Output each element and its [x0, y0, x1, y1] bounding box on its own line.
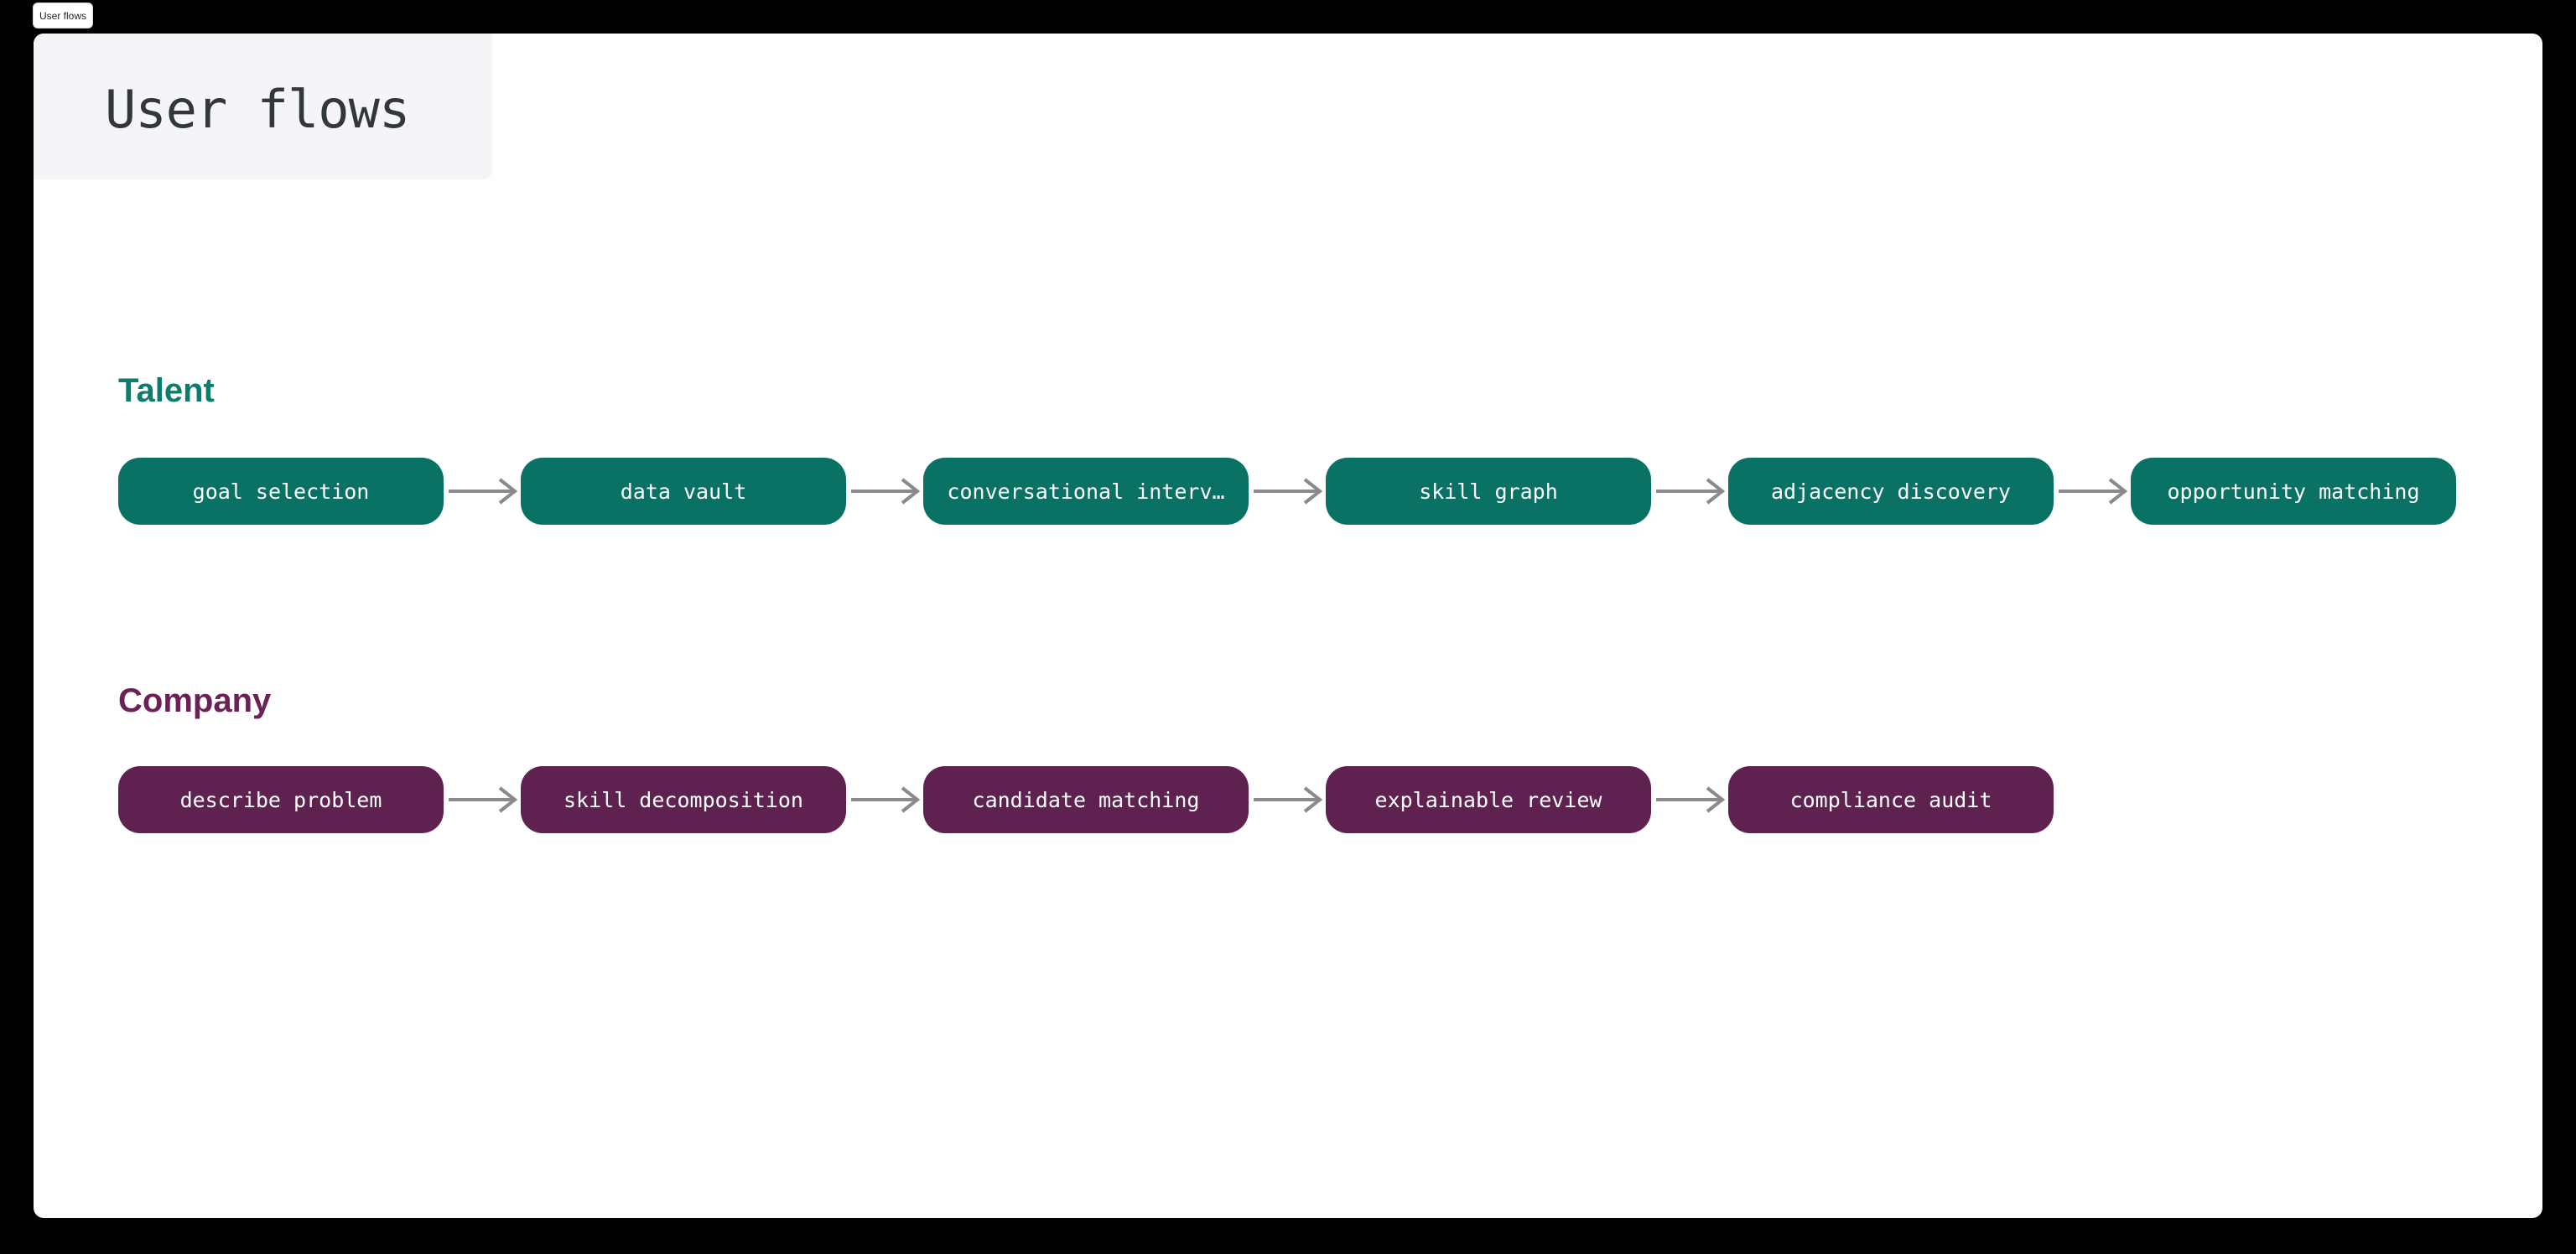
- flow-node-label: describe problem: [179, 787, 382, 812]
- flow-node-label: skill graph: [1419, 479, 1558, 504]
- flow-node-label: explainable review: [1374, 787, 1602, 812]
- flow-node-company-1[interactable]: skill decomposition: [521, 766, 846, 833]
- flow-node-label: data vault: [620, 479, 747, 504]
- flow-node-label: opportunity matching: [2167, 479, 2420, 504]
- flow-arrow-icon: [851, 786, 921, 813]
- flow-arrow-icon: [449, 786, 518, 813]
- flow-node-talent-5[interactable]: opportunity matching: [2131, 458, 2456, 525]
- title-panel: User flows: [34, 34, 492, 179]
- diagram-canvas[interactable]: User flows Talent goal selection data vau…: [34, 34, 2542, 1218]
- flow-node-talent-4[interactable]: adjacency discovery: [1728, 458, 2054, 525]
- flow-arrow-icon: [2059, 478, 2128, 505]
- flow-node-label: conversational interv…: [947, 479, 1225, 504]
- flow-node-talent-0[interactable]: goal selection: [118, 458, 444, 525]
- flow-node-label: candidate matching: [972, 787, 1200, 812]
- page-title: User flows: [105, 78, 410, 140]
- flow-node-label: skill decomposition: [564, 787, 803, 812]
- flow-node-label: adjacency discovery: [1771, 479, 2011, 504]
- flow-arrow-icon: [1254, 478, 1323, 505]
- flow-node-label: compliance audit: [1789, 787, 1992, 812]
- flow-node-talent-3[interactable]: skill graph: [1326, 458, 1651, 525]
- flow-node-company-2[interactable]: candidate matching: [923, 766, 1249, 833]
- page-tab-label: User flows: [39, 9, 86, 22]
- flow-node-label: goal selection: [192, 479, 370, 504]
- flow-row-talent: goal selection data vault conversational i…: [118, 458, 2456, 525]
- flow-node-company-4[interactable]: compliance audit: [1728, 766, 2054, 833]
- flow-arrow-icon: [1656, 478, 1726, 505]
- flow-row-company: describe problem skill decomposition candi…: [118, 766, 2054, 833]
- page-tab[interactable]: User flows: [33, 3, 93, 28]
- flow-arrow-icon: [449, 478, 518, 505]
- flow-arrow-icon: [1254, 786, 1323, 813]
- flow-node-talent-1[interactable]: data vault: [521, 458, 846, 525]
- flow-heading-talent: Talent: [118, 372, 215, 409]
- flow-node-talent-2[interactable]: conversational interv…: [923, 458, 1249, 525]
- flow-node-company-0[interactable]: describe problem: [118, 766, 444, 833]
- flow-heading-company: Company: [118, 682, 272, 719]
- flow-arrow-icon: [1656, 786, 1726, 813]
- flow-node-company-3[interactable]: explainable review: [1326, 766, 1651, 833]
- flow-arrow-icon: [851, 478, 921, 505]
